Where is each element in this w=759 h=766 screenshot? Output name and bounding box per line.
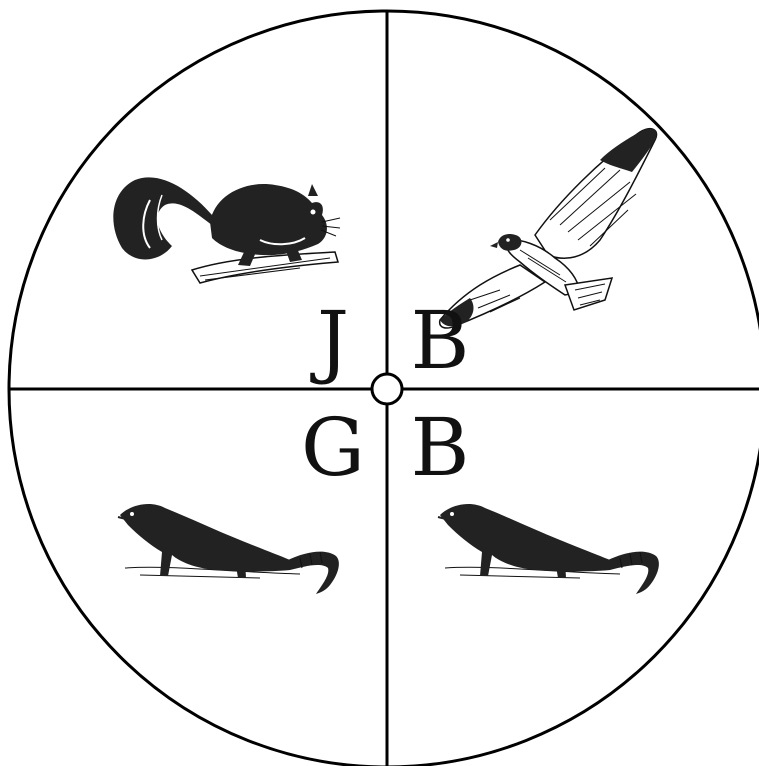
hawk-icon <box>440 129 657 328</box>
quadrant-letter-top-left: J <box>310 294 349 387</box>
quadrant-letter-bottom-left: G <box>301 401 365 494</box>
mongoose-icon <box>118 504 339 594</box>
quadrant-letter-top-right: B <box>411 294 470 387</box>
quadrant-letter-bottom-right: B <box>411 401 470 494</box>
spinner-center-pivot[interactable] <box>372 374 402 404</box>
squirrel-icon <box>113 177 340 283</box>
mongoose-icon <box>438 504 659 594</box>
